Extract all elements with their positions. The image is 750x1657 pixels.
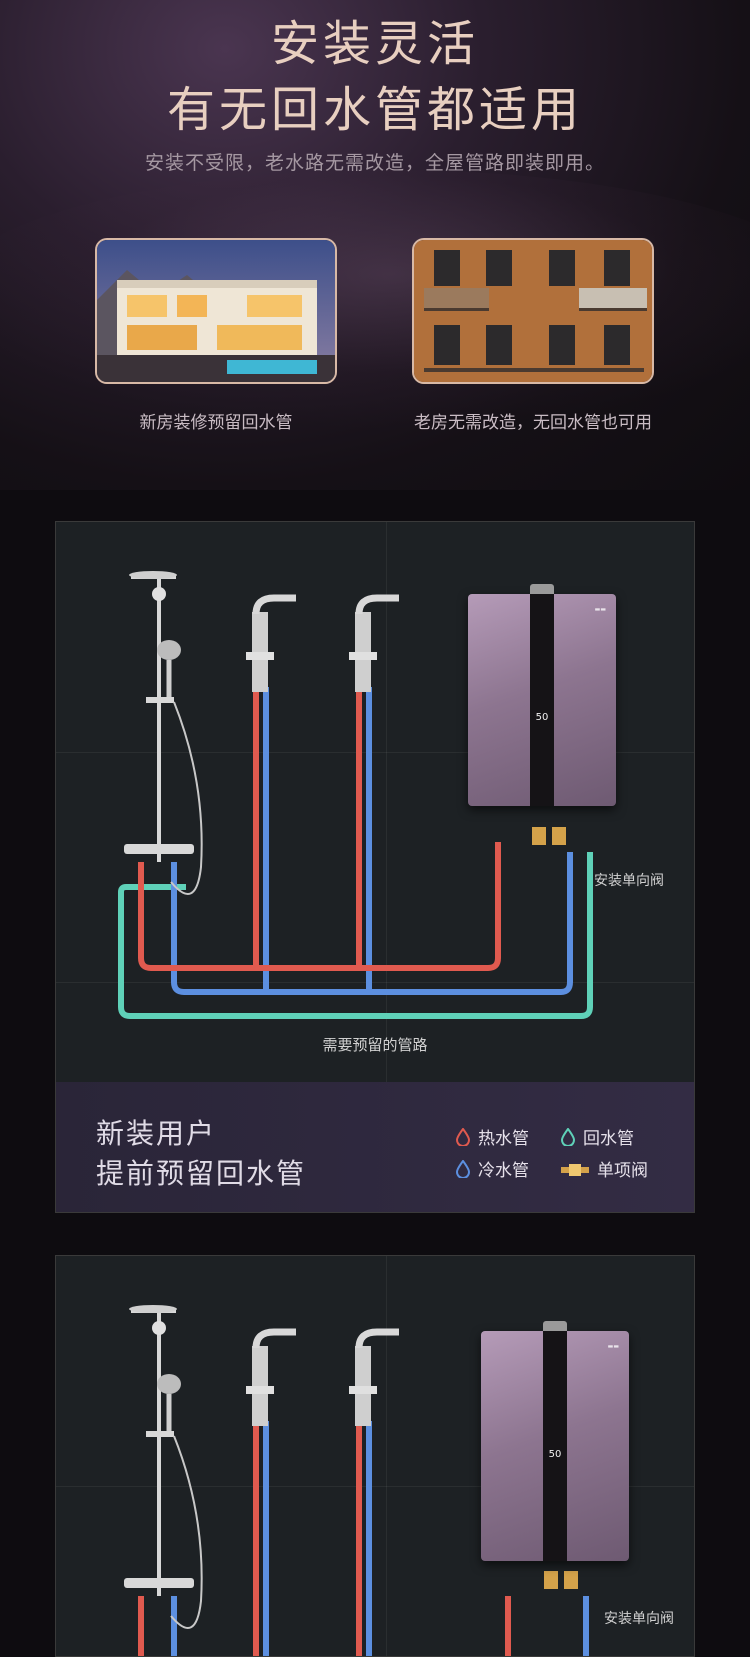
hot-drop-icon <box>455 1126 471 1151</box>
check-valve-label: 安装单向阀 <box>594 873 664 889</box>
cold-drop-icon <box>455 1158 471 1183</box>
shower-set <box>131 575 176 862</box>
legend-cold: 冷水管 <box>455 1156 529 1183</box>
water-heater: ▬▬ 50 <box>468 584 616 806</box>
heater-brand-mark: ▬▬ <box>594 606 606 613</box>
panel-footer: 新装用户 提前预留回水管 热水管 回水管 冷水管 单项阀 <box>56 1082 694 1212</box>
water-heater-2: ▬▬ 50 <box>481 1321 629 1561</box>
hero-title-line2: 有无回水管都适用 <box>166 82 583 138</box>
check-valve-label-2: 安装单向阀 <box>604 1611 674 1627</box>
return-drop-icon <box>560 1126 576 1151</box>
heater-display: 50 <box>535 712 549 723</box>
faucet-2 <box>349 594 399 692</box>
legend-valve: 单项阀 <box>561 1156 648 1181</box>
old-house-photo <box>412 238 654 384</box>
installation-diagram-old: ▬▬ 50 安装单向阀 <box>55 1255 695 1657</box>
old-house-caption: 老房无需改造，无回水管也可用 <box>414 413 652 433</box>
legend-hot: 热水管 <box>455 1124 529 1151</box>
hero-subtitle: 安装不受限，老水路无需改造，全屋管路即装即用。 <box>144 152 605 174</box>
new-house-caption: 新房装修预留回水管 <box>139 413 293 433</box>
hero-section: 安装灵活 有无回水管都适用 安装不受限，老水路无需改造，全屋管路即装即用。 新房… <box>0 0 750 490</box>
footer-title-line2: 提前预留回水管 <box>96 1157 307 1190</box>
reserved-pipe-label: 需要预留的管路 <box>322 1036 428 1054</box>
heater-brand-mark-2: ▬▬ <box>607 1343 619 1350</box>
hero-title-line1: 安装灵活 <box>270 16 479 72</box>
heater-display-2: 50 <box>548 1449 562 1460</box>
valve-icon <box>561 1161 589 1181</box>
footer-title-line1: 新装用户 <box>96 1117 217 1150</box>
legend-return: 回水管 <box>560 1124 634 1151</box>
installation-diagram-new: ▬▬ 50 安装单向阀 需要预留的管路 新装用户 提前预留回水管 热水管 回水管… <box>55 521 695 1213</box>
pipe-diagram-2 <box>124 1305 589 1656</box>
new-house-photo <box>95 238 337 384</box>
faucet-1 <box>246 594 296 692</box>
pipe-diagram <box>118 571 593 1019</box>
